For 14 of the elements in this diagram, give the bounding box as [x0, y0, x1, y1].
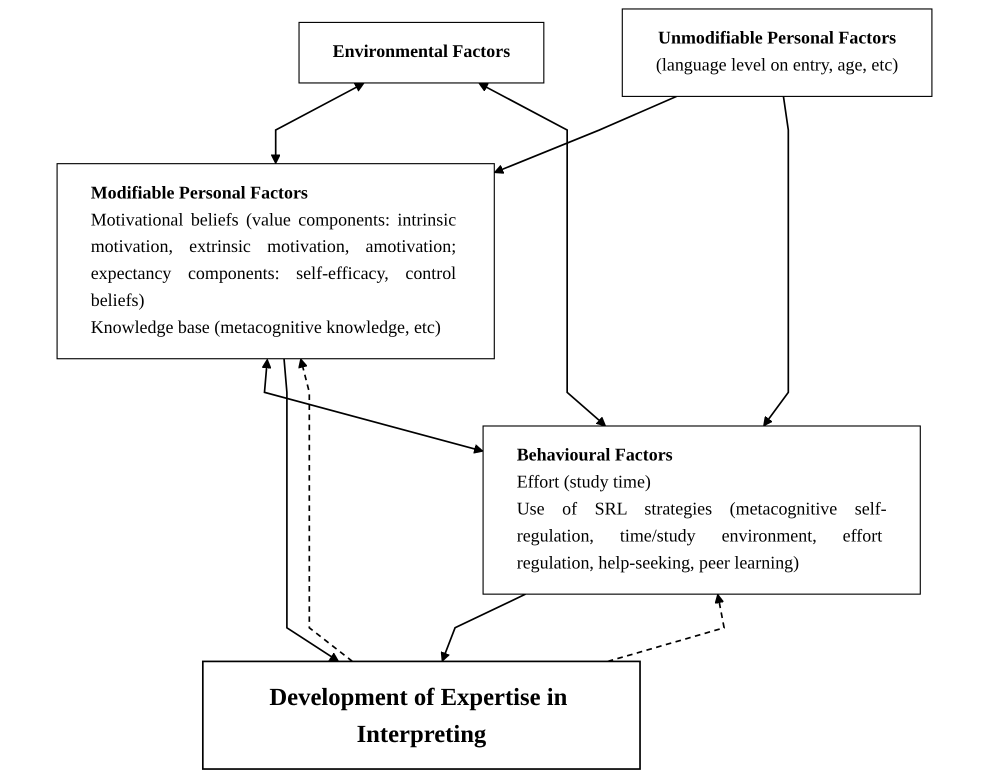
arrow [478, 82, 606, 426]
node-box: Behavioural Factors Effort (study time) Use of SRL strategies (metacognitive self-regulation, time/study environment, effort regulation, help-seeking, peer learning) [482, 425, 921, 595]
arrow [607, 594, 726, 662]
node-box: Unmodifiable Personal Factors (language level on entry, age, etc) [622, 8, 932, 97]
node-box: Development of Expertise in Interpreting [202, 660, 641, 770]
arrow [494, 96, 677, 174]
node-box: Environmental Factors [298, 22, 544, 84]
arrow [262, 358, 484, 454]
arrow [298, 358, 353, 662]
arrow [763, 96, 790, 426]
arrow [283, 358, 340, 662]
arrow [270, 82, 364, 164]
arrow [440, 593, 526, 662]
node-box: Modifiable Personal Factors Motivational beliefs (value components: intrinsic motivation, extrinsic motivation, amotivation; expectancy components: self-efficacy, control beliefs) Knowledge base (metacognitive knowledge, etc) [56, 163, 495, 360]
